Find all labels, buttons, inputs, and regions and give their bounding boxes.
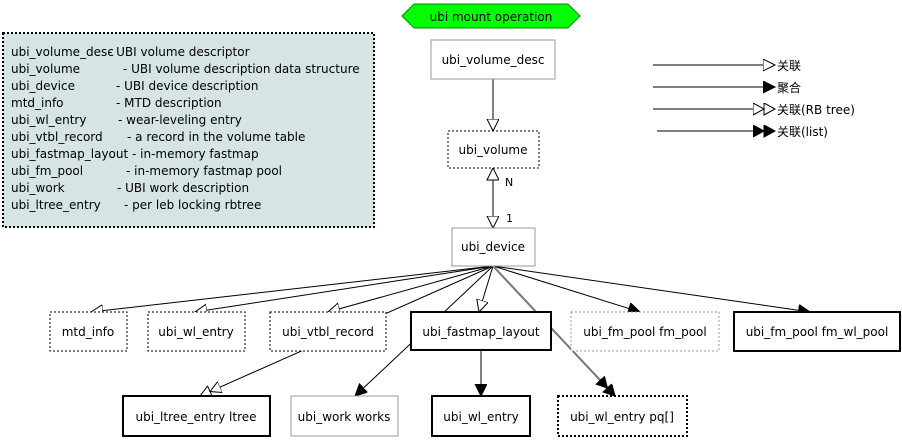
diagram-title: ubi mount operation: [401, 3, 581, 29]
node-ubi-fm-pool: ubi_fm_pool fm_pool: [570, 311, 720, 352]
node-label: ubi_wl_entry: [443, 410, 518, 424]
node-ubi-volume: ubi_volume: [447, 130, 540, 169]
node-ubi-volume-desc: ubi_volume_desc: [430, 39, 556, 80]
connector-device-to-vtbl-record: [328, 265, 494, 312]
arrow-key-label: 聚合: [777, 80, 801, 95]
node-ubi-fm-wl-pool: ubi_fm_pool fm_wl_pool: [733, 311, 901, 352]
node-label: ubi_fm_pool fm_pool: [583, 325, 706, 339]
node-label: ubi_fastmap_layout: [422, 325, 539, 339]
connector-device-to-pq: [492, 265, 616, 396]
legend-struct-name: ubi_fm_pool: [11, 164, 83, 178]
arrow-key-label: 关联: [777, 59, 801, 73]
legend-struct-name: ubi_volume: [11, 62, 80, 76]
node-label: ubi_work works: [298, 410, 391, 424]
connector-device-to-mtd-info: [91, 265, 494, 312]
node-ubi-vtbl-record: ubi_vtbl_record: [269, 311, 387, 352]
node-label: ubi_wl_entry pq[]: [570, 410, 674, 424]
node-label: ubi_volume: [458, 143, 527, 157]
legend-struct-name: ubi_fastmap_layout: [11, 147, 128, 161]
connectors: N 1: [91, 79, 810, 396]
connector-device-to-fm-wl-pool: [492, 265, 810, 312]
connector-device-to-wl-entry: [195, 265, 494, 312]
arrow-key-label: 关联(RB tree): [777, 103, 855, 117]
legend-struct-desc: - UBI volume description data structure: [123, 62, 360, 76]
multiplicity-1: 1: [506, 212, 513, 225]
node-ubi-wl-entry-2: ubi_wl_entry: [431, 395, 531, 437]
diagram-title-text: ubi mount operation: [430, 10, 553, 24]
legend-struct-desc: - in-memory fastmap pool: [126, 164, 282, 178]
legend-struct-desc: - wear-leveling entry: [118, 113, 242, 127]
node-ubi-work: ubi_work works: [290, 395, 399, 437]
legend-struct-desc: - UBI work description: [117, 181, 249, 195]
legend-struct-desc: - per leb locking rbtree: [124, 198, 261, 212]
legend-box: ubi_volume_desc- UBI volume descriptor ub…: [2, 32, 375, 228]
node-label: mtd_info: [62, 325, 115, 339]
node-label: ubi_device: [461, 240, 525, 254]
legend-struct-name: ubi_vtbl_record: [11, 130, 103, 144]
legend-struct-name: ubi_ltree_entry: [11, 198, 101, 212]
arrow-key-label: 关联(list): [777, 125, 828, 139]
legend-struct-desc: - UBI volume descriptor: [108, 45, 250, 59]
node-label: ubi_fm_pool fm_wl_pool: [746, 325, 889, 339]
arrow-key-legend: 关联 聚合 关联(RB tree) 关联(list): [653, 59, 855, 139]
node-label: ubi_ltree_entry ltree: [135, 410, 256, 424]
legend-struct-name: mtd_info: [11, 96, 64, 110]
legend-struct-desc: - in-memory fastmap: [132, 147, 259, 161]
node-label: ubi_wl_entry: [158, 325, 233, 339]
legend-struct-desc: - a record in the volume table: [127, 130, 305, 144]
node-ubi-wl-entry-pq: ubi_wl_entry pq[]: [557, 395, 688, 437]
node-label: ubi_vtbl_record: [282, 325, 374, 339]
multiplicity-n: N: [505, 176, 513, 189]
node-ubi-fastmap-layout: ubi_fastmap_layout: [410, 311, 552, 351]
legend-struct-name: ubi_volume_desc: [11, 45, 114, 59]
node-mtd-info: mtd_info: [49, 311, 128, 352]
node-ubi-device: ubi_device: [451, 227, 536, 267]
node-ubi-wl-entry: ubi_wl_entry: [147, 311, 246, 352]
legend-struct-desc: - MTD description: [116, 96, 222, 110]
connector-device-to-fm-pool: [492, 265, 640, 312]
legend-struct-name: ubi_device: [11, 79, 75, 93]
nodes: ubi_volume_desc ubi_volume ubi_device mt…: [49, 39, 901, 437]
node-ubi-ltree-entry: ubi_ltree_entry ltree: [122, 395, 271, 437]
node-label: ubi_volume_desc: [442, 53, 545, 67]
legend-struct-desc: - UBI device description: [116, 79, 258, 93]
connector-device-to-fastmap-layout: [479, 265, 494, 312]
legend-struct-name: ubi_work: [11, 181, 65, 195]
legend-struct-name: ubi_wl_entry: [11, 113, 86, 127]
